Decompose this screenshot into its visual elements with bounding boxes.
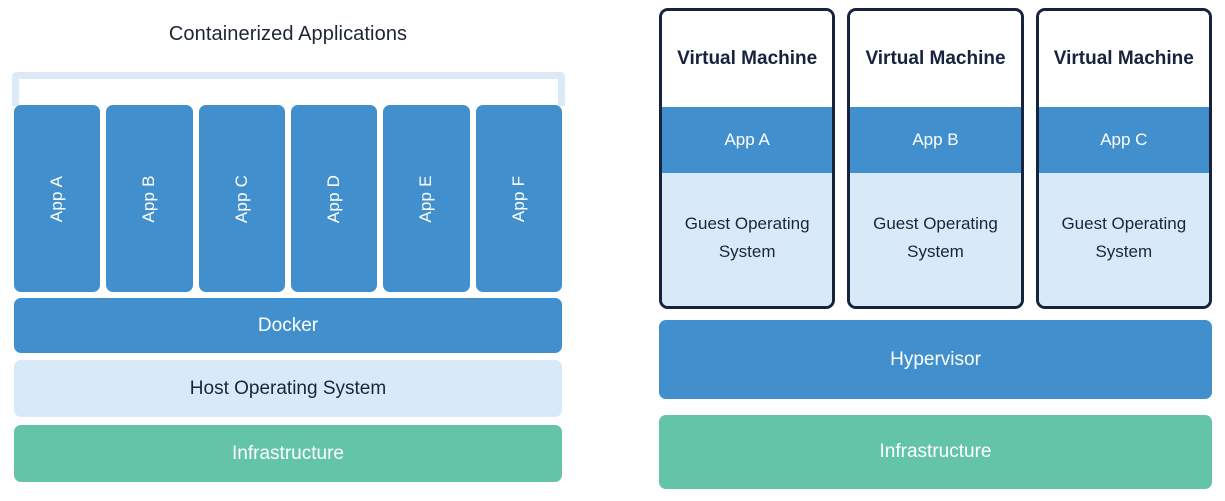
vm-infrastructure-layer[interactable]: Infrastructure xyxy=(659,415,1212,489)
virtual-machine-2-app[interactable]: App B xyxy=(850,107,1021,173)
virtual-machine-2-guest-os[interactable]: Guest Operating System xyxy=(850,173,1021,306)
virtual-machine-2-app-label: App B xyxy=(912,130,959,149)
virtual-machine-2-title: Virtual Machine xyxy=(850,11,1021,107)
container-app-a[interactable]: App A xyxy=(14,105,101,292)
virtual-machine-3-title: Virtual Machine xyxy=(1038,11,1209,107)
container-app-f-label: App F xyxy=(508,175,528,222)
containers-infrastructure-layer[interactable]: Infrastructure xyxy=(14,425,562,482)
container-apps-row: App A App B App C App D App E App F xyxy=(14,105,562,292)
virtual-machine-3-guest-os-label: Guest Operating System xyxy=(1061,213,1187,261)
virtual-machine-1-app[interactable]: App A xyxy=(662,107,833,173)
host-operating-system-label: Host Operating System xyxy=(189,377,387,399)
container-app-a-label: App A xyxy=(47,175,67,222)
container-app-c-label: App C xyxy=(231,174,251,223)
virtual-machine-1[interactable]: Virtual Machine App A Guest Operating Sy… xyxy=(659,8,836,309)
container-app-b[interactable]: App B xyxy=(106,105,193,292)
hypervisor-layer-label: Hypervisor xyxy=(890,348,981,370)
virtual-machine-3-app-label: App C xyxy=(1100,130,1148,149)
virtual-machines-panel: Virtual Machine App A Guest Operating Sy… xyxy=(640,0,1225,501)
docker-layer[interactable]: Docker xyxy=(14,298,562,353)
containers-panel-title: Containerized Applications xyxy=(168,23,408,45)
containers-panel: Containerized Applications App A App B A… xyxy=(0,0,600,501)
hypervisor-layer[interactable]: Hypervisor xyxy=(659,320,1212,399)
virtual-machine-3-app[interactable]: App C xyxy=(1038,107,1209,173)
container-app-f[interactable]: App F xyxy=(475,105,562,292)
virtual-machine-1-app-label: App A xyxy=(724,130,770,149)
container-app-d[interactable]: App D xyxy=(290,105,378,292)
virtual-machine-3-guest-os[interactable]: Guest Operating System xyxy=(1038,173,1209,306)
host-operating-system-layer[interactable]: Host Operating System xyxy=(14,360,562,417)
virtual-machine-1-title: Virtual Machine xyxy=(662,11,833,107)
containerized-apps-bracket xyxy=(12,72,565,106)
container-app-e-label: App E xyxy=(416,174,436,223)
virtual-machine-3[interactable]: Virtual Machine App C Guest Operating Sy… xyxy=(1035,8,1212,309)
virtual-machine-1-guest-os-label: Guest Operating System xyxy=(684,213,810,261)
docker-layer-label: Docker xyxy=(257,314,319,336)
container-app-b-label: App B xyxy=(139,174,159,223)
virtual-machines-row: Virtual Machine App A Guest Operating Sy… xyxy=(659,8,1212,309)
container-app-e[interactable]: App E xyxy=(383,105,470,292)
vm-infrastructure-label: Infrastructure xyxy=(879,441,992,462)
containers-infrastructure-label: Infrastructure xyxy=(232,442,344,464)
virtual-machine-1-guest-os[interactable]: Guest Operating System xyxy=(662,173,833,306)
virtual-machine-2[interactable]: Virtual Machine App B Guest Operating Sy… xyxy=(847,8,1024,309)
container-app-c[interactable]: App C xyxy=(198,105,285,292)
virtual-machine-2-guest-os-label: Guest Operating System xyxy=(873,213,998,261)
container-app-d-label: App D xyxy=(324,174,344,223)
